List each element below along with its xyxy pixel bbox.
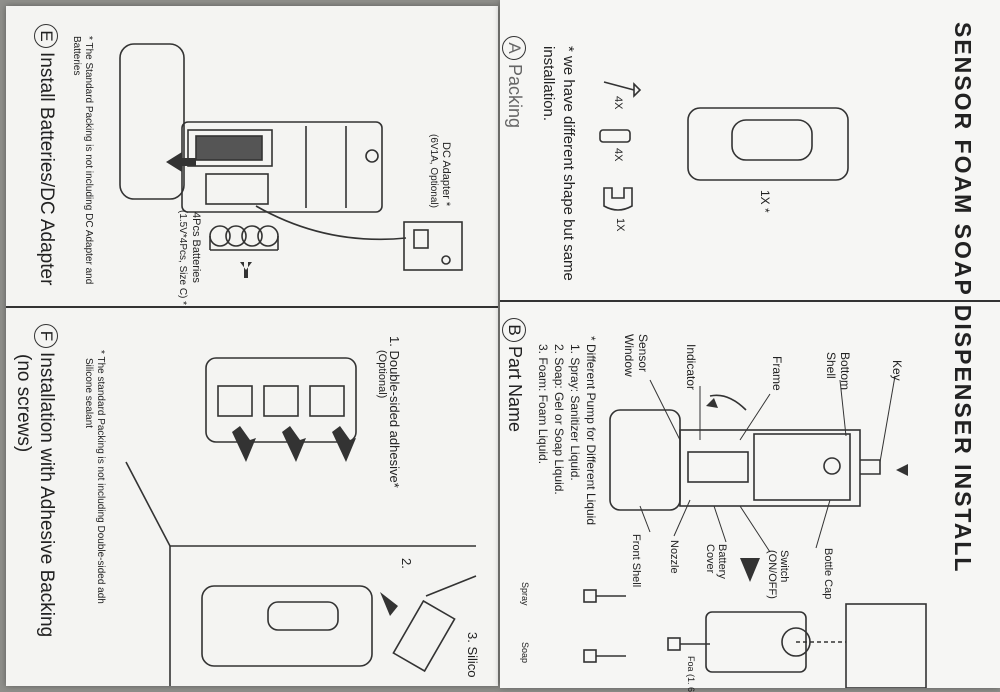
pump-label-foam: Foa (1. 6 (686, 656, 696, 692)
part-bottom-shell: Bottom Shell (824, 352, 852, 391)
part-bottle-cap: Bottle Cap (822, 548, 834, 600)
packing-contents-diagram (599, 81, 849, 211)
instruction-sheet-right: SENSOR FOAM SOAP DISPENSER INSTALL APack… (500, 0, 1000, 692)
part-switch: Switch (ON/OFF) (766, 550, 790, 599)
part-indicator: Indicator (684, 344, 698, 391)
part-frame: Frame (770, 356, 784, 391)
pump-label-soap: Soap (520, 642, 530, 664)
part-sensor-window: Sensor Window (622, 334, 650, 377)
part-key: Key (890, 360, 904, 381)
section-divider-right (500, 300, 1000, 302)
adhesive-install-diagram (125, 357, 477, 686)
pump-label-spray: Spray (520, 582, 530, 606)
section-divider (6, 306, 498, 308)
part-battery-cover: Battery Cover (704, 544, 728, 579)
part-name-diagram (583, 375, 927, 688)
part-front-shell: Front Shell (630, 534, 642, 588)
battery-install-diagram (119, 43, 463, 278)
instruction-sheet-left: EInstall Batteries/DC Adapter * The Stan… (6, 6, 498, 686)
part-nozzle: Nozzle (668, 540, 680, 574)
